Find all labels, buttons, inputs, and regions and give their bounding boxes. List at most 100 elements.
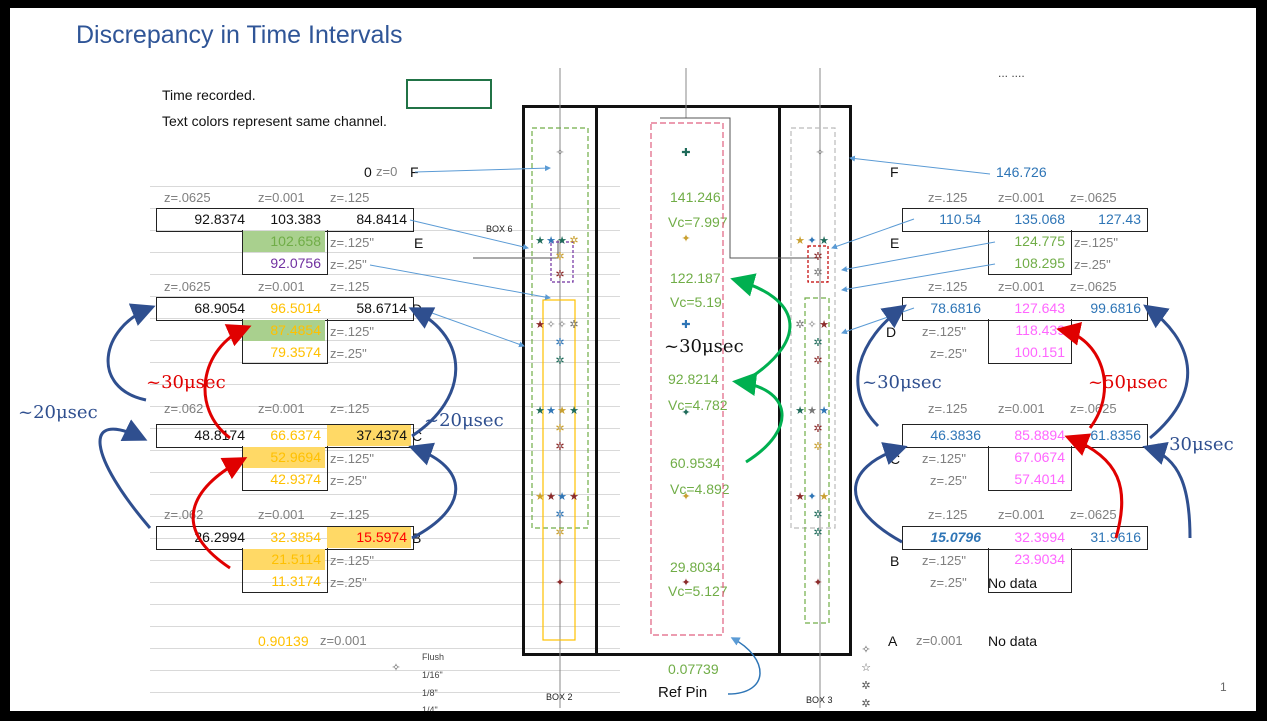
svg-text:★: ★ [535, 234, 545, 247]
left-d-header-1: z=.0625 [164, 279, 211, 294]
right-d-label: D [886, 324, 897, 340]
left-c-val3-highlight [327, 425, 411, 446]
svg-text:✦: ✦ [681, 232, 690, 245]
svg-text:✲: ✲ [861, 697, 870, 710]
svg-text:★: ★ [819, 234, 829, 247]
dashed-boxes [531, 122, 836, 641]
svg-text:✲: ✲ [555, 440, 564, 453]
center-value-141: 141.246 [670, 189, 721, 205]
svg-text:✦: ✦ [681, 576, 690, 589]
right-e-header-1: z=.125 [928, 190, 968, 205]
svg-text:✦: ✦ [807, 234, 816, 247]
svg-text:★: ★ [795, 404, 805, 417]
right-b-header-3: z=.0625 [1070, 507, 1117, 522]
left-e-val-2: 103.383 [270, 211, 321, 227]
left-e-val-3: 84.8414 [356, 211, 407, 227]
selected-cell[interactable] [406, 79, 492, 109]
svg-text:★: ★ [546, 404, 556, 417]
left-c-sub2-z: z=.25" [330, 473, 367, 488]
annotation-right-50: ~50μsec [1088, 372, 1168, 393]
right-c-row-outline [902, 424, 1148, 448]
right-e-sub-outline [988, 230, 1072, 275]
center-value-007: 0.07739 [668, 661, 719, 677]
svg-text:✲: ✲ [569, 234, 578, 247]
svg-text:✲: ✲ [555, 250, 564, 263]
center-vc-4892: Vc=4.892 [670, 481, 730, 497]
center-value-60: 60.9534 [670, 455, 721, 471]
probe-markers: ✧ ★ ★ ★ ✲ ✲ ✲ ★ ✧ ✧ ✲ ✲ ✲ ★ ★ ★ ★ ✲ ✲ ★ … [391, 146, 871, 710]
right-b-row-outline [902, 526, 1148, 550]
svg-text:★: ★ [819, 404, 829, 417]
left-e-sub1-value: 102.658 [270, 233, 321, 249]
left-a-value: 0.90139 [258, 633, 309, 649]
left-c-val-1: 48.8174 [194, 427, 245, 443]
left-d-sub2-z: z=.25" [330, 346, 367, 361]
left-b-val-2: 32.3854 [270, 529, 321, 545]
right-b-sub2-z: z=.25" [930, 575, 967, 590]
left-c-header-2: z=0.001 [258, 401, 305, 416]
slide-title: Discrepancy in Time Intervals [76, 21, 403, 49]
svg-text:✲: ✲ [813, 526, 822, 539]
svg-text:★: ★ [807, 404, 817, 417]
left-e-header-1: z=.0625 [164, 190, 211, 205]
svg-text:★: ★ [535, 404, 545, 417]
left-b-sub1-highlight [243, 549, 325, 570]
right-d-sub1-value: 118.439 [1015, 322, 1065, 338]
left-e-header-2: z=0.001 [258, 190, 305, 205]
svg-text:✦: ✦ [681, 406, 690, 419]
right-b-header-1: z=.125 [928, 507, 968, 522]
frame-divider-1 [595, 105, 598, 656]
right-b-header-2: z=0.001 [998, 507, 1045, 522]
svg-text:✲: ✲ [555, 508, 564, 521]
svg-text:★: ★ [546, 490, 556, 503]
right-e-header-3: z=.0625 [1070, 190, 1117, 205]
right-b-val-1: 15.0796 [930, 529, 981, 545]
right-b-label: B [890, 553, 900, 569]
right-e-val-2: 135.068 [1014, 211, 1065, 227]
svg-text:✧: ✧ [546, 318, 555, 331]
left-b-header-2: z=0.001 [258, 507, 305, 522]
left-a-z: z=0.001 [320, 633, 367, 648]
svg-text:✦: ✦ [813, 576, 822, 589]
left-d-header-3: z=.125 [330, 279, 370, 294]
box6-label: BOX 6 [486, 224, 513, 234]
right-a-z: z=0.001 [916, 633, 963, 648]
green-arrows [730, 273, 792, 464]
right-b-sub1-value: 23.9034 [1014, 551, 1065, 567]
right-e-sub1-value: 124.775 [1014, 233, 1065, 249]
right-d-header-1: z=.125 [928, 279, 968, 294]
left-e-val-1: 92.8374 [194, 211, 245, 227]
svg-text:✧: ✧ [391, 661, 400, 674]
left-d-sub1-z: z=.125" [330, 324, 375, 339]
right-a-label: A [888, 633, 898, 649]
partial-top-right-text: ... .... [998, 66, 1025, 80]
left-b-label: B [412, 530, 422, 546]
left-e-sub2-value: 92.0756 [270, 255, 321, 271]
probe-lines [559, 68, 821, 708]
left-b-sub1-z: z=.125" [330, 553, 375, 568]
right-b-sub1-z: z=.125" [922, 553, 967, 568]
right-c-header-1: z=.125 [928, 401, 968, 416]
right-c-sub2-value: 57.4014 [1014, 471, 1065, 487]
svg-text:✲: ✲ [813, 250, 822, 263]
right-e-label: E [890, 235, 900, 251]
right-e-sub2-z: z=.25" [1074, 257, 1111, 272]
svg-text:✲: ✲ [555, 336, 564, 349]
red-arrows [191, 321, 1124, 570]
left-e-sub-outline [242, 230, 328, 275]
left-e-sub2-z: z=.25" [330, 257, 367, 272]
right-c-sub2-z: z=.25" [930, 473, 967, 488]
legend-flush: Flush [422, 652, 445, 662]
right-c-header-2: z=0.001 [998, 401, 1045, 416]
svg-text:★: ★ [569, 404, 579, 417]
right-b-sub-outline [988, 548, 1072, 593]
svg-text:✲: ✲ [555, 422, 564, 435]
left-d-sub2-value: 79.3574 [270, 344, 321, 360]
left-b-sub1-value: 21.5114 [271, 551, 321, 567]
svg-text:✚: ✚ [681, 146, 690, 159]
right-c-header-3: z=.0625 [1070, 401, 1117, 416]
center-vc-7997: Vc=7.997 [668, 214, 728, 230]
svg-text:✦: ✦ [555, 576, 564, 589]
slide-number: 1 [1220, 680, 1227, 694]
right-d-val-2: 127.643 [1014, 300, 1065, 316]
